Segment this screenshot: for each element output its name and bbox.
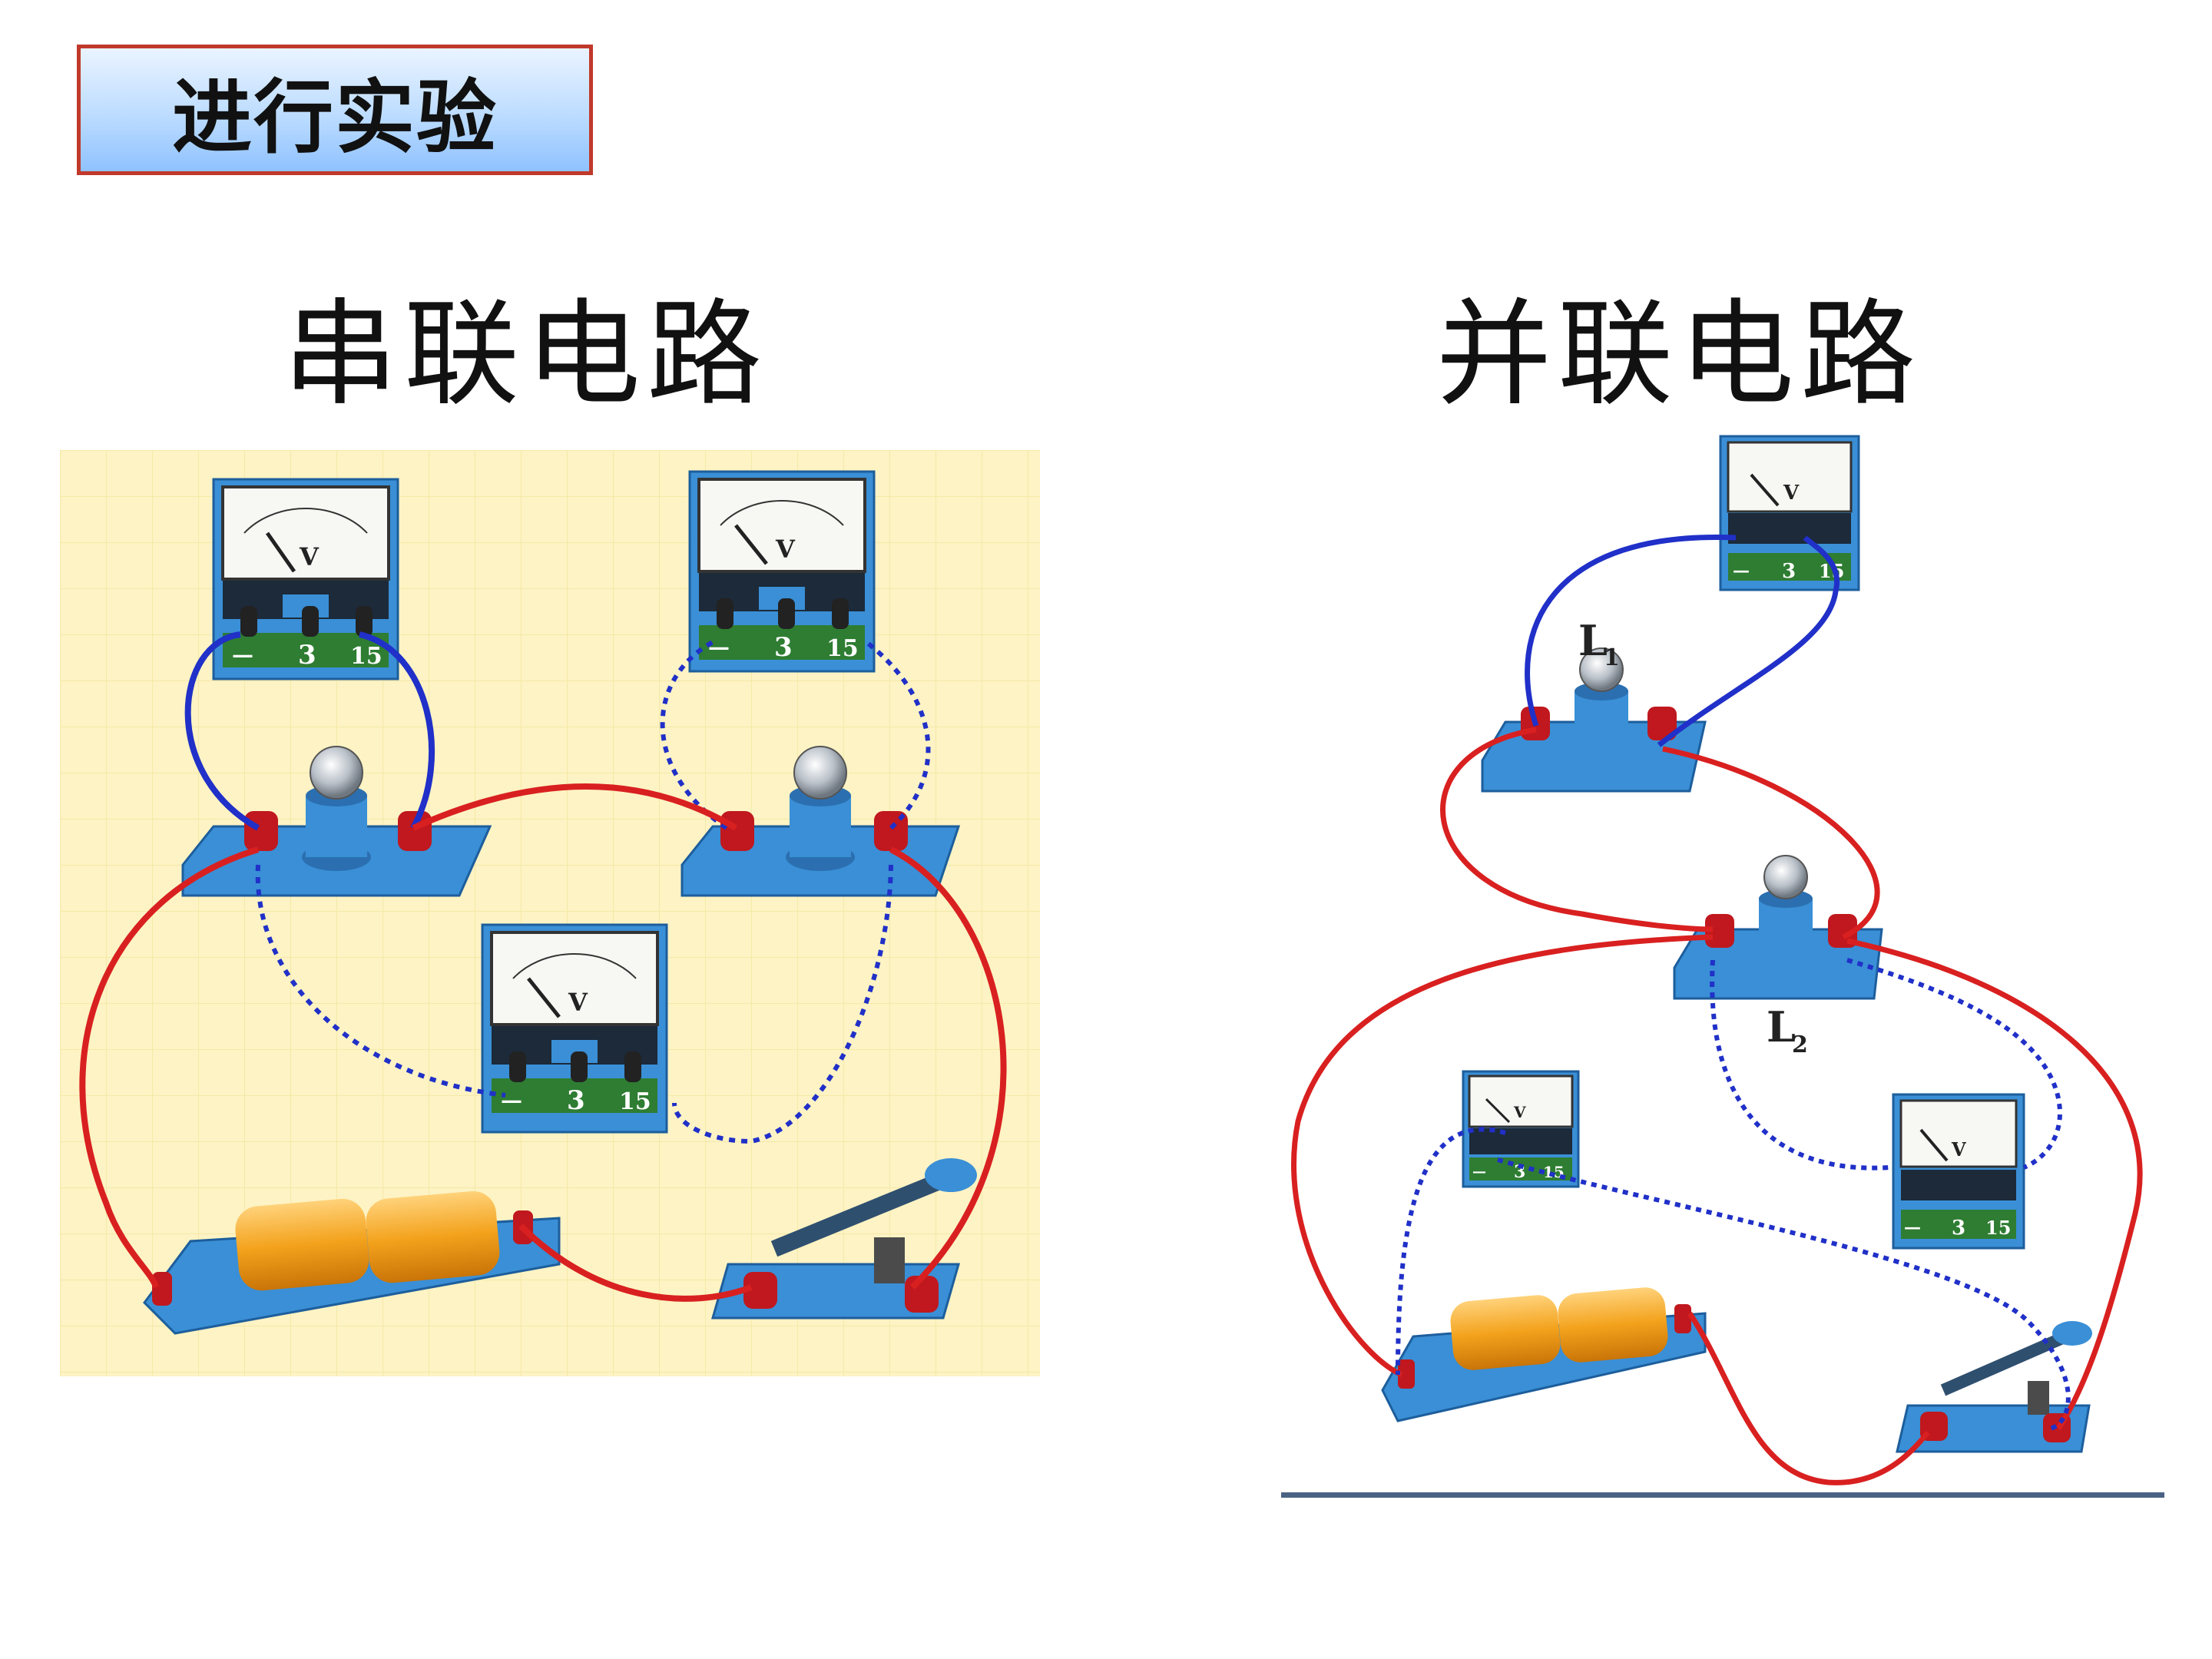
- bulb1-subscript: 1: [1604, 644, 1620, 671]
- voltmeter-face-label: V: [775, 535, 796, 564]
- terminal-3: 3: [1952, 1217, 1965, 1240]
- series-circuit-diagram: V — 3 15 V — 3 15 V: [60, 450, 1040, 1376]
- terminal-15: 15: [826, 635, 859, 662]
- terminal-3: 3: [774, 632, 793, 663]
- bulb-icon: [1481, 647, 1707, 793]
- terminal-neg: —: [1904, 1217, 1921, 1237]
- voltmeter-icon: V — 3 15: [481, 923, 668, 1134]
- terminal-neg: —: [501, 1088, 522, 1113]
- terminal-15: 15: [619, 1088, 651, 1115]
- wire-red: [518, 1224, 753, 1302]
- terminal-neg: —: [1733, 561, 1750, 581]
- parallel-circuit-diagram: V — 3 15 L 1 L 2 V — 3 15: [1291, 435, 2143, 1485]
- wire-dotted: [865, 640, 931, 830]
- parallel-circuit-heading: 并联电路: [1436, 288, 1922, 422]
- wire-dotted: [1497, 1157, 2071, 1431]
- voltmeter-face-label: V: [299, 542, 320, 571]
- wire-blue: [1657, 535, 1840, 747]
- terminal-15: 15: [350, 643, 382, 670]
- terminal-3: 3: [298, 640, 316, 671]
- battery-icon: [143, 1190, 561, 1335]
- wire-dotted: [660, 640, 728, 830]
- voltmeter-face-label: V: [1513, 1103, 1526, 1121]
- wire-dotted: [672, 864, 893, 1144]
- bulb1-label: L: [1578, 616, 1608, 665]
- wire-red: [412, 783, 738, 831]
- wire-blue: [184, 631, 260, 831]
- wire-blue: [1525, 534, 1737, 727]
- bulb-icon: [680, 746, 961, 897]
- wire-red: [1846, 938, 2143, 1430]
- experiment-badge: 进行实验: [77, 45, 593, 175]
- divider-line: [1281, 1492, 2164, 1498]
- wire-red: [1291, 934, 1714, 1378]
- wire-dotted: [1846, 958, 2062, 1170]
- terminal-neg: —: [232, 642, 253, 667]
- series-circuit-heading: 串联电路: [283, 288, 769, 422]
- voltmeter-icon: V — 3 15: [1892, 1093, 2025, 1250]
- bulb-icon: [1673, 855, 1883, 1000]
- switch-icon: [711, 1158, 977, 1320]
- voltmeter-icon: V — 3 15: [688, 470, 876, 673]
- voltmeter-icon: V — 3 15: [1719, 435, 1860, 591]
- voltmeter-face-label: V: [1951, 1138, 1966, 1161]
- wire-red: [1440, 727, 1714, 932]
- experiment-badge-label: 进行实验: [171, 70, 498, 164]
- switch-icon: [1896, 1321, 2092, 1453]
- voltmeter-icon: V — 3 15: [212, 478, 399, 680]
- wire-red: [79, 846, 260, 1289]
- voltmeter-face-label: V: [568, 988, 588, 1017]
- voltmeter-face-label: V: [1783, 482, 1800, 505]
- terminal-3: 3: [567, 1085, 585, 1116]
- wire-dotted: [1396, 1127, 1506, 1376]
- bulb2-label: L: [1767, 1002, 1796, 1051]
- wire-red: [889, 846, 1007, 1290]
- wire-red: [1687, 1312, 1930, 1485]
- terminal-15: 15: [1985, 1217, 2011, 1239]
- wire-red: [1662, 746, 1880, 940]
- wire-dotted: [255, 864, 506, 1098]
- bulb2-subscript: 2: [1792, 1031, 1808, 1058]
- terminal-neg: —: [708, 634, 730, 660]
- terminal-neg: —: [1472, 1164, 1486, 1180]
- terminal-3: 3: [1782, 560, 1796, 583]
- battery-icon: [1381, 1287, 1707, 1422]
- wire-blue: [359, 631, 435, 830]
- wire-dotted: [1710, 959, 1890, 1171]
